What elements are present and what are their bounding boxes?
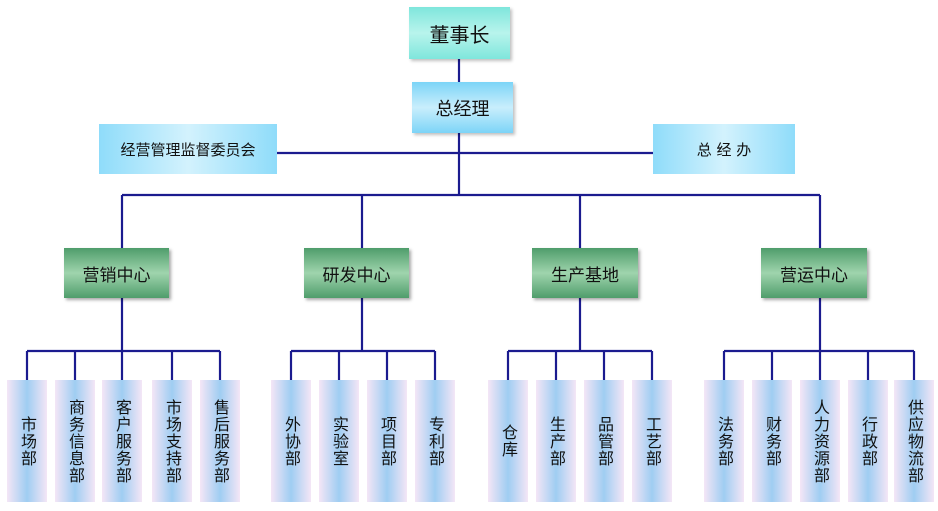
gm-office-label: 总 经 办 (696, 140, 752, 159)
department-label: 供应物流部 (905, 398, 924, 484)
department-box: 行政部 (848, 380, 888, 502)
department-label: 品管部 (595, 415, 614, 467)
department-box: 仓库 (488, 380, 528, 502)
operations-center-box: 营运中心 (761, 248, 867, 298)
department-label: 实验室 (330, 415, 349, 467)
rnd-center-box: 研发中心 (304, 248, 409, 298)
department-box: 人力资源部 (800, 380, 840, 502)
general-manager-box: 总经理 (412, 82, 513, 133)
department-box: 生产部 (536, 380, 576, 502)
department-box: 商务信息部 (55, 380, 95, 502)
gm-office-box: 总 经 办 (653, 124, 795, 174)
department-box: 法务部 (704, 380, 744, 502)
department-box: 售后服务部 (200, 380, 240, 502)
department-label: 售后服务部 (211, 398, 230, 484)
department-box: 客户服务部 (102, 380, 142, 502)
department-label: 外协部 (282, 415, 301, 467)
department-label: 市场部 (18, 415, 37, 467)
department-label: 法务部 (715, 415, 734, 467)
marketing-center-box: 营销中心 (64, 248, 169, 298)
department-box: 外协部 (271, 380, 311, 502)
general-manager-label: 总经理 (435, 98, 490, 120)
chairman-label: 董事长 (429, 22, 490, 47)
department-box: 品管部 (584, 380, 624, 502)
center-label: 生产基地 (551, 265, 619, 286)
department-box: 实验室 (319, 380, 359, 502)
department-box: 项目部 (367, 380, 407, 502)
center-label: 研发中心 (322, 265, 391, 286)
supervisory-committee-box: 经营管理监督委员会 (99, 124, 277, 174)
production-base-box: 生产基地 (532, 248, 638, 298)
center-label: 营销中心 (82, 265, 151, 286)
department-label: 财务部 (763, 415, 782, 467)
department-label: 人力资源部 (811, 398, 830, 484)
department-label: 仓库 (499, 424, 518, 458)
department-label: 生产部 (547, 415, 566, 467)
center-label: 营运中心 (780, 265, 848, 286)
department-label: 商务信息部 (66, 398, 85, 484)
supervisory-committee-label: 经营管理监督委员会 (120, 140, 256, 159)
department-box: 市场支持部 (152, 380, 192, 502)
department-box: 财务部 (752, 380, 792, 502)
department-box: 供应物流部 (894, 380, 934, 502)
department-box: 市场部 (7, 380, 47, 502)
department-box: 工艺部 (632, 380, 672, 502)
department-label: 专利部 (426, 415, 445, 467)
department-label: 市场支持部 (163, 398, 182, 484)
chairman-box: 董事长 (409, 7, 510, 59)
department-box: 专利部 (415, 380, 455, 502)
department-label: 客户服务部 (113, 398, 132, 484)
department-label: 项目部 (378, 415, 397, 467)
department-label: 行政部 (859, 415, 878, 467)
department-label: 工艺部 (643, 415, 662, 467)
